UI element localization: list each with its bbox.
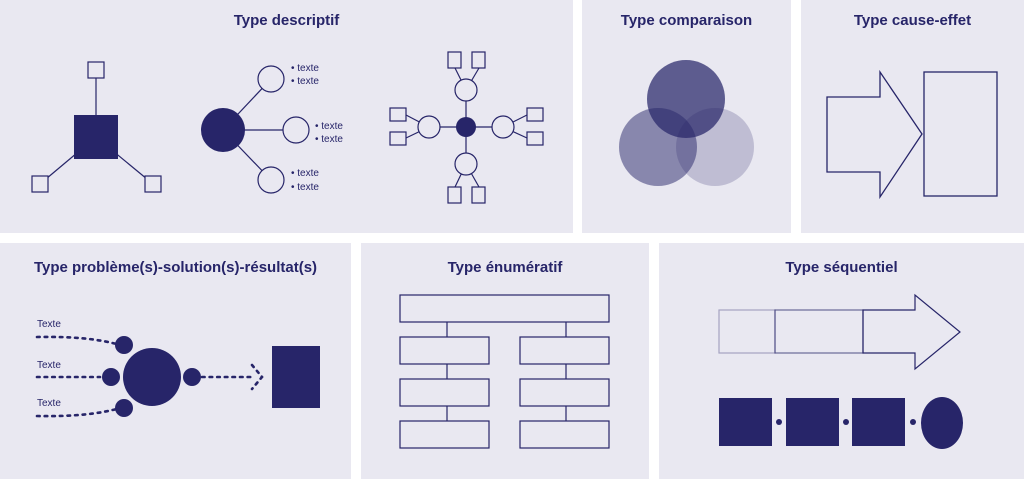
bullet-label: • texte: [291, 63, 319, 74]
leaf-square: [526, 131, 544, 146]
sequence-end-oval: [921, 397, 963, 449]
bullet-label: • texte: [291, 168, 319, 179]
panel-title: Type comparaison: [620, 12, 753, 29]
node-circle-n: [454, 78, 478, 102]
sequence-step-mid: [774, 309, 864, 354]
enum-item-box: [519, 378, 610, 407]
enum-item-box: [399, 378, 490, 407]
node-square-central: [74, 115, 118, 159]
result-square: [272, 346, 320, 408]
enumeration-diagram: [399, 294, 610, 449]
input-label: Texte: [37, 360, 61, 371]
panel-comparaison: Type comparaison: [582, 0, 791, 233]
sequence-connector: [843, 419, 849, 425]
leaf-square: [447, 186, 462, 204]
solution-circle: [123, 348, 181, 406]
node-circle-central: [201, 108, 245, 152]
sequence-connector: [910, 419, 916, 425]
bullet-label: • texte: [291, 76, 319, 87]
cause-effect-diagram: [826, 69, 998, 200]
cause-arrow: [826, 69, 923, 200]
bullet-label: • texte: [291, 182, 319, 193]
node-circle-center-small: [456, 117, 476, 137]
leaf-square: [526, 107, 544, 122]
node-circle-w: [417, 115, 441, 139]
venn-diagram: [619, 60, 754, 186]
descriptif-diagram: • texte • texte • texte • texte • texte …: [31, 51, 544, 204]
sequence-block: [852, 398, 905, 446]
panel-cause-effet: Type cause-effet: [801, 0, 1024, 233]
sequence-block: [719, 398, 772, 446]
sequence-connector: [776, 419, 782, 425]
input-label: Texte: [37, 398, 61, 409]
node-square-right: [144, 175, 162, 193]
problem-dot: [115, 336, 133, 354]
venn-circle-right: [676, 108, 754, 186]
effect-box: [923, 71, 998, 197]
node-square-top: [87, 61, 105, 79]
panel-title: Type séquentiel: [785, 259, 898, 276]
node-circle-s: [454, 152, 478, 176]
panel-title: Type descriptif: [233, 12, 340, 29]
enum-header-box: [399, 294, 610, 323]
dotted-arrowhead: [250, 363, 264, 391]
panel-title: Type cause-effet: [853, 12, 972, 29]
bullet-label: • texte: [315, 134, 343, 145]
leaf-square: [471, 51, 486, 69]
problem-dot: [102, 368, 120, 386]
panel-sequentiel: Type séquentiel: [659, 243, 1024, 479]
sequence-step-faded: [718, 309, 776, 354]
panel-enumeratif: Type énumératif: [361, 243, 649, 479]
enum-item-box: [519, 336, 610, 365]
leaf-square: [389, 131, 407, 146]
enum-item-box: [399, 420, 490, 449]
leaf-square: [447, 51, 462, 69]
leaf-square: [389, 107, 407, 122]
node-square-left: [31, 175, 49, 193]
panel-title: Type énumératif: [447, 259, 563, 276]
sequence-diagram: [718, 293, 963, 449]
node-circle-top: [257, 65, 285, 93]
venn-circle-left: [619, 108, 697, 186]
bullet-label: • texte: [315, 121, 343, 132]
solution-dot: [183, 368, 201, 386]
sequence-block: [786, 398, 839, 446]
panel-descriptif: Type descriptif: [0, 0, 573, 233]
enum-item-box: [519, 420, 610, 449]
input-label: Texte: [37, 319, 61, 330]
problem-dot: [115, 399, 133, 417]
node-circle-mid: [282, 116, 310, 144]
problem-solution-diagram: Texte Texte Texte: [35, 319, 320, 418]
node-circle-bottom: [257, 166, 285, 194]
panel-title: Type problème(s)-solution(s)-résultat(s): [33, 259, 318, 276]
panel-probleme-solution: Type problème(s)-solution(s)-résultat(s)…: [0, 243, 351, 479]
node-circle-e: [491, 115, 515, 139]
enum-item-box: [399, 336, 490, 365]
sequence-arrow: [862, 293, 961, 371]
leaf-square: [471, 186, 486, 204]
